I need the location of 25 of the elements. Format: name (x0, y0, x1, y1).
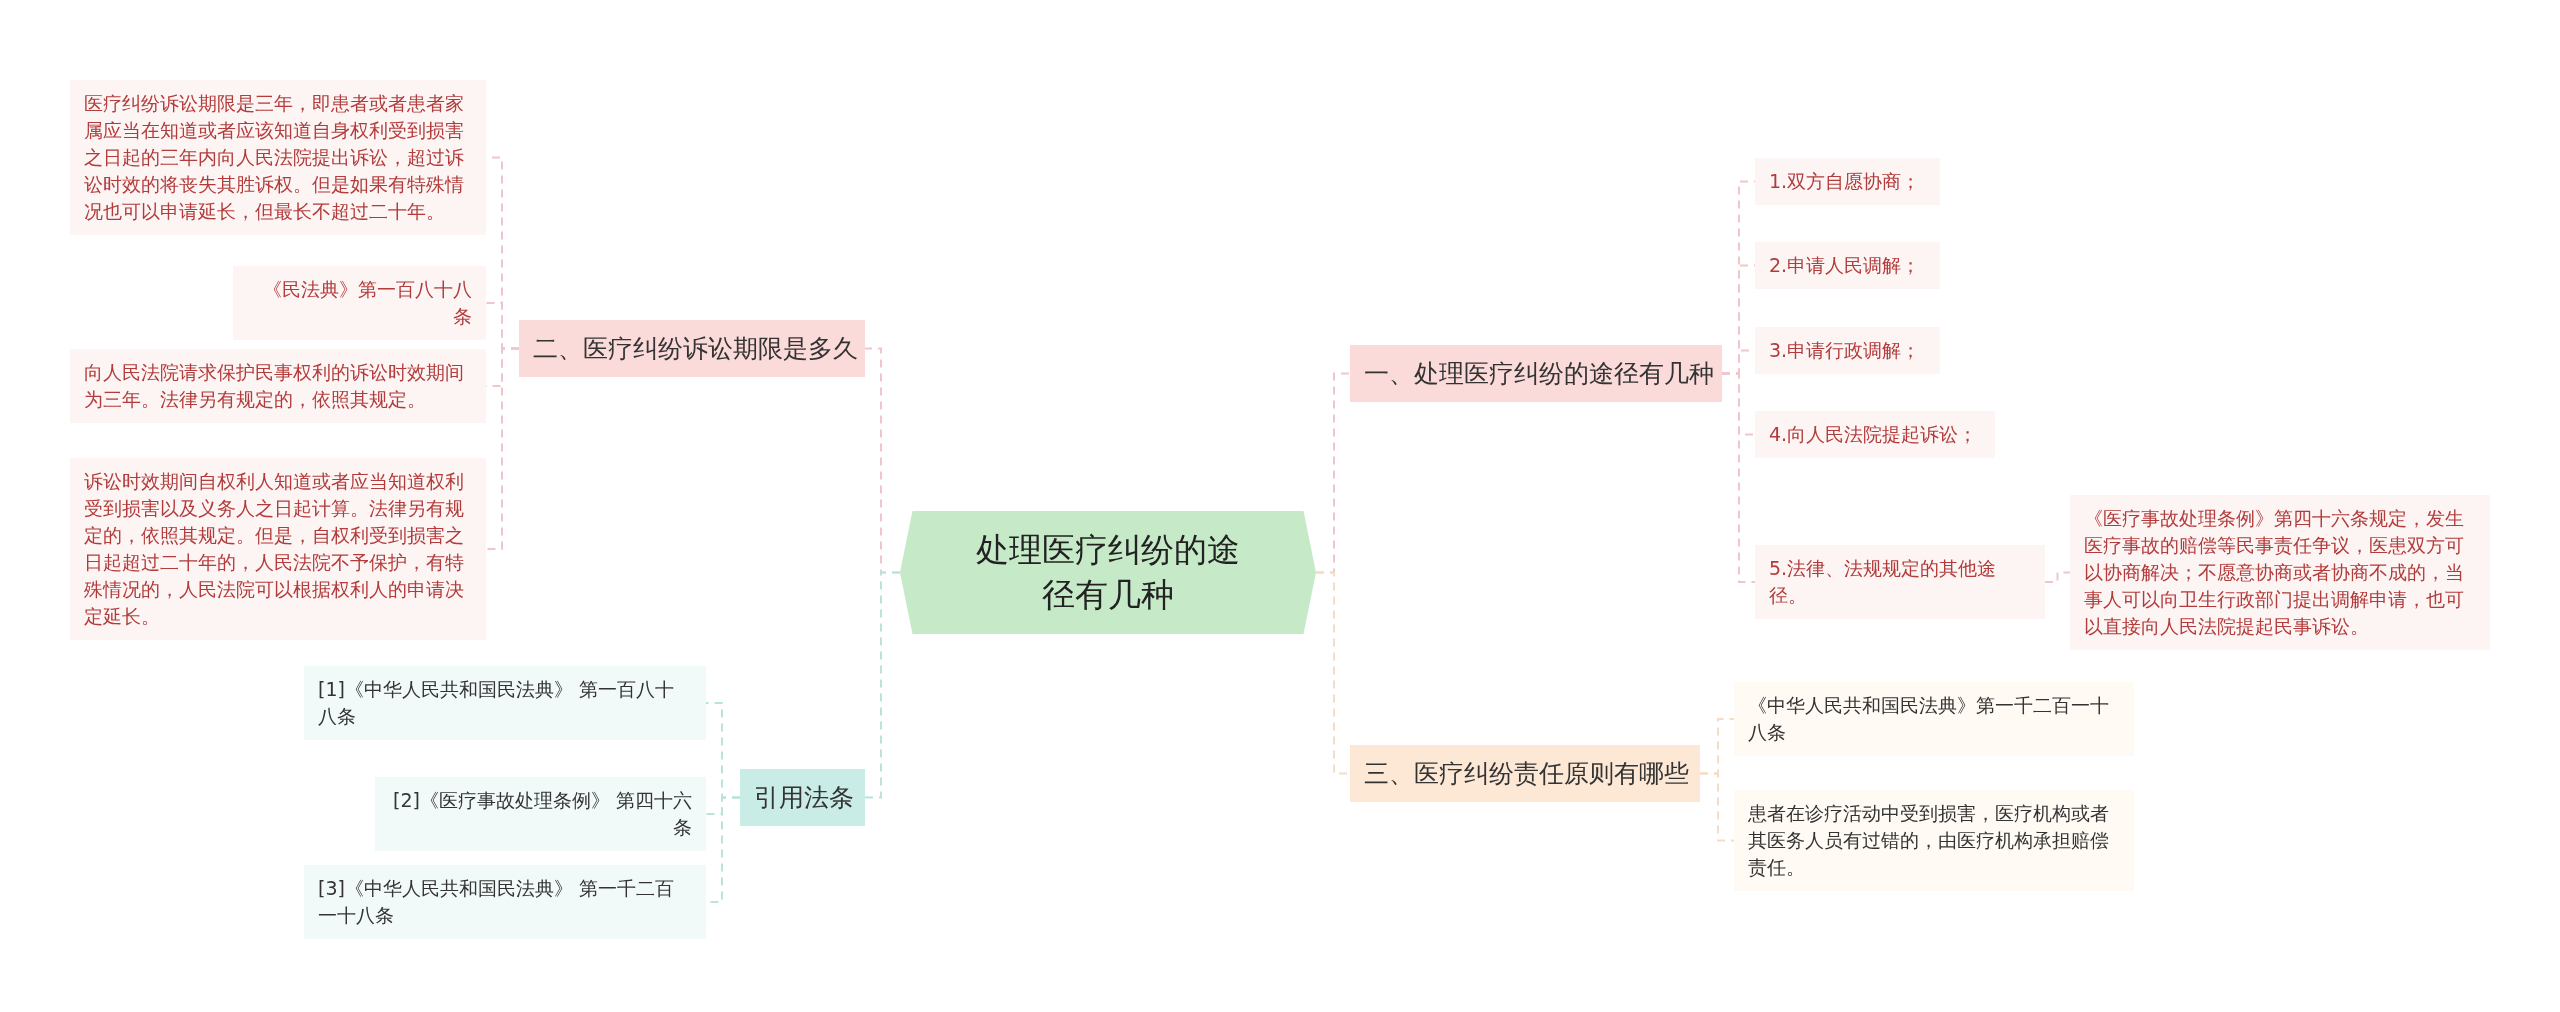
topic-box: 二、医疗纠纷诉讼期限是多久 (519, 320, 865, 377)
note-box: 4.向人民法院提起诉讼； (1755, 411, 1995, 458)
topic-box: 引用法条 (740, 769, 865, 826)
note-box: 医疗纠纷诉讼期限是三年，即患者或者患者家属应当在知道或者应该知道自身权利受到损害之日起的三年内向人民法院提出诉讼，超过诉讼时效的将丧失其胜诉权。但是如果有特殊情况也可以申请延长，但最长不超过二十年。 (70, 80, 486, 235)
topic-box: 三、医疗纠纷责任原则有哪些 (1350, 745, 1700, 802)
note-box: 诉讼时效期间自权利人知道或者应当知道权利受到损害以及义务人之日起计算。法律另有规定的，依照其规定。但是，自权利受到损害之日起超过二十年的，人民法院不予保护，有特殊情况的，人民法院可以根据权利人的申请决定延长。 (70, 458, 486, 640)
connector (1721, 372, 1756, 583)
connector (485, 347, 520, 550)
connector (1699, 772, 1735, 842)
topic-box: 一、处理医疗纠纷的途径有几种 (1350, 345, 1722, 402)
note-box: [1]《中华人民共和国民法典》 第一百八十八条 (304, 666, 706, 740)
note-box: 向人民法院请求保护民事权利的诉讼时效期间为三年。法律另有规定的，依照其规定。 (70, 349, 486, 423)
note-box: 《民法典》第一百八十八条 (233, 266, 486, 340)
connector (864, 571, 901, 799)
note-box: 3.申请行政调解； (1755, 327, 1940, 374)
note-box: 《中华人民共和国民法典》第一千二百一十八条 (1734, 682, 2134, 756)
note-box: 1.双方自愿协商； (1755, 158, 1940, 205)
note-box: 《医疗事故处理条例》第四十六条规定，发生医疗事故的赔偿等民事责任争议，医患双方可以协商解决；不愿意协商或者协商不成的，当事人可以向卫生行政部门提出调解申请，也可以直接向人民法院提起民事诉讼。 (2070, 495, 2490, 650)
note-box: [2]《医疗事故处理条例》 第四十六条 (375, 777, 706, 851)
note-box: 患者在诊疗活动中受到损害，医疗机构或者其医务人员有过错的，由医疗机构承担赔偿责任。 (1734, 790, 2134, 891)
note-box: [3]《中华人民共和国民法典》 第一千二百一十八条 (304, 865, 706, 939)
note-box: 2.申请人民调解； (1755, 242, 1940, 289)
central-topic: 处理医疗纠纷的途径有几种 (900, 511, 1316, 634)
connector (2044, 571, 2071, 583)
note-box: 5.法律、法规规定的其他途径。 (1755, 545, 2045, 619)
